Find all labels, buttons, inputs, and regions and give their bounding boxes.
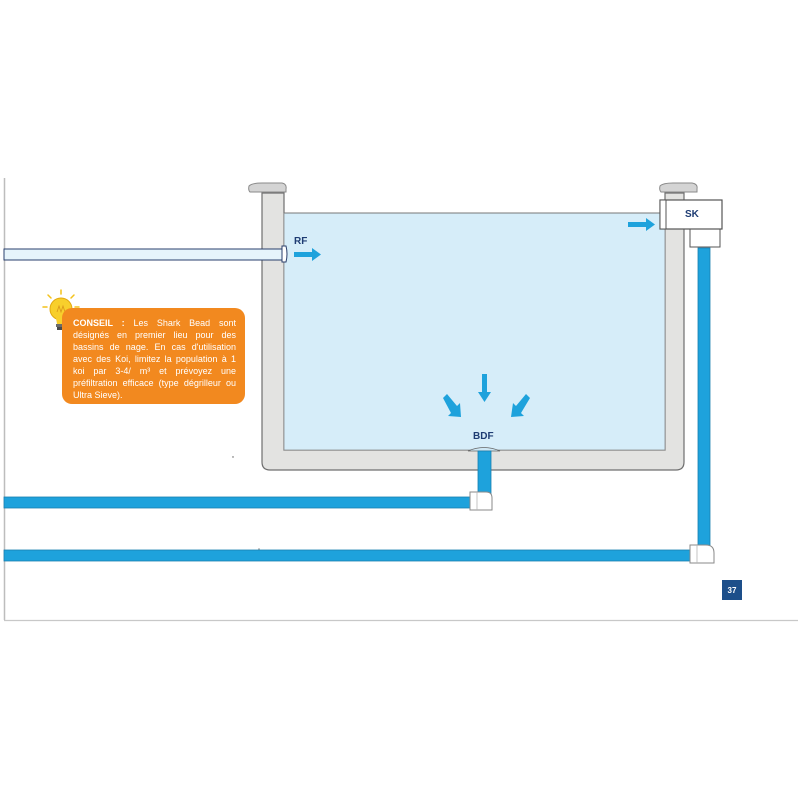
skimmer-arrow: [628, 218, 655, 231]
return-pipe: [3, 245, 288, 263]
skimmer-pipe: [3, 247, 715, 564]
pond-wall: [261, 192, 685, 471]
drain-arrow-down: [478, 374, 491, 402]
tip-title: CONSEIL :: [73, 318, 134, 328]
bottom-drain-pipe: [3, 447, 501, 511]
left-coping-stone: [248, 182, 287, 193]
drain-arrow-right: [511, 394, 530, 417]
pond-water: [284, 213, 665, 450]
pond-basin: [248, 182, 698, 471]
drain-arrows: [443, 374, 530, 417]
bottom-drain-label: BDF: [473, 431, 494, 442]
tip-text: Les Shark Bead sont désignés en premier …: [73, 318, 236, 400]
tip-box: CONSEIL : Les Shark Bead sont désignés e…: [62, 308, 245, 404]
page-number-badge: 37: [722, 580, 742, 600]
skimmer-label: SK: [685, 209, 699, 220]
right-coping-stone: [659, 182, 698, 193]
skimmer-box: [659, 199, 723, 248]
drain-arrow-left: [443, 394, 461, 417]
return-inlet-label: RF: [294, 236, 308, 247]
return-arrow: [294, 248, 321, 261]
